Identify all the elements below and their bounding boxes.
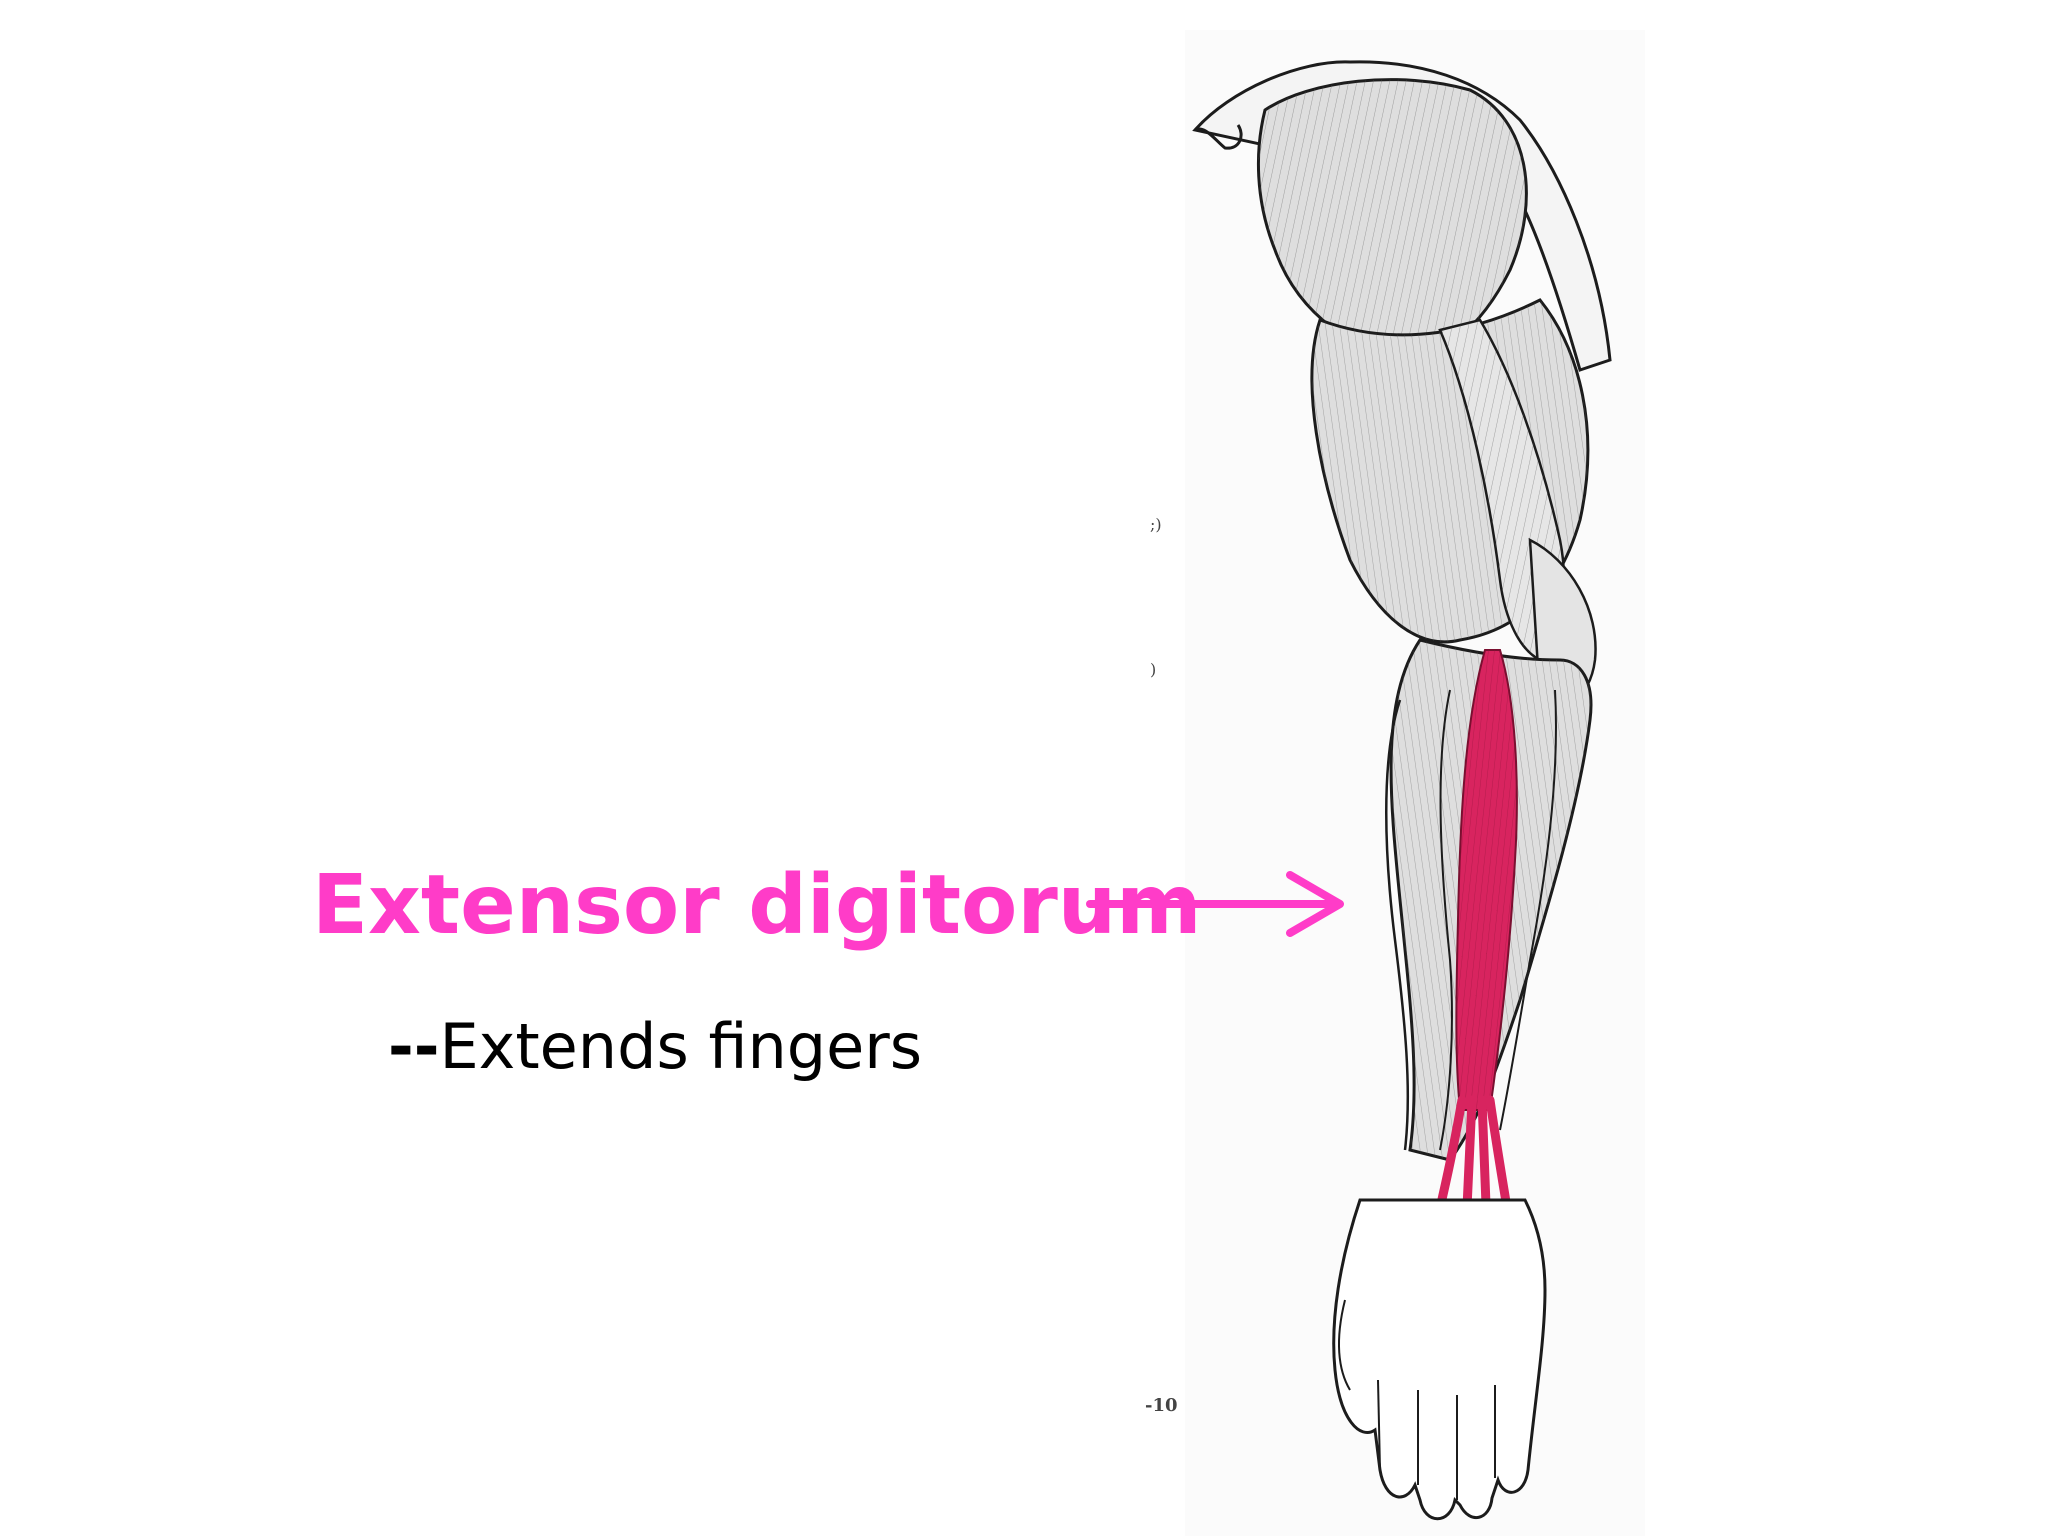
extensor-digitorum-fibers	[1456, 650, 1517, 1110]
outer-forearm-strip-left	[1385, 699, 1410, 1151]
scan-mark-mid: )	[1150, 660, 1157, 679]
deltoid-fibers	[1258, 79, 1527, 360]
function-text: Extends fingers	[439, 1010, 923, 1083]
scan-mark-top: ;)	[1150, 515, 1162, 534]
description-dash: --	[388, 1010, 440, 1083]
function-description: --Extends fingers	[388, 1010, 922, 1083]
acromion	[1194, 124, 1243, 150]
muscle-name-label: Extensor digitorum	[312, 858, 1202, 953]
hand	[1332, 1198, 1547, 1521]
finger-creases	[1337, 1299, 1496, 1500]
page-number: -10	[1145, 1395, 1178, 1416]
outer-forearm-strip-right	[1499, 689, 1557, 1131]
outer-forearm-strip-mid	[1439, 689, 1453, 1151]
